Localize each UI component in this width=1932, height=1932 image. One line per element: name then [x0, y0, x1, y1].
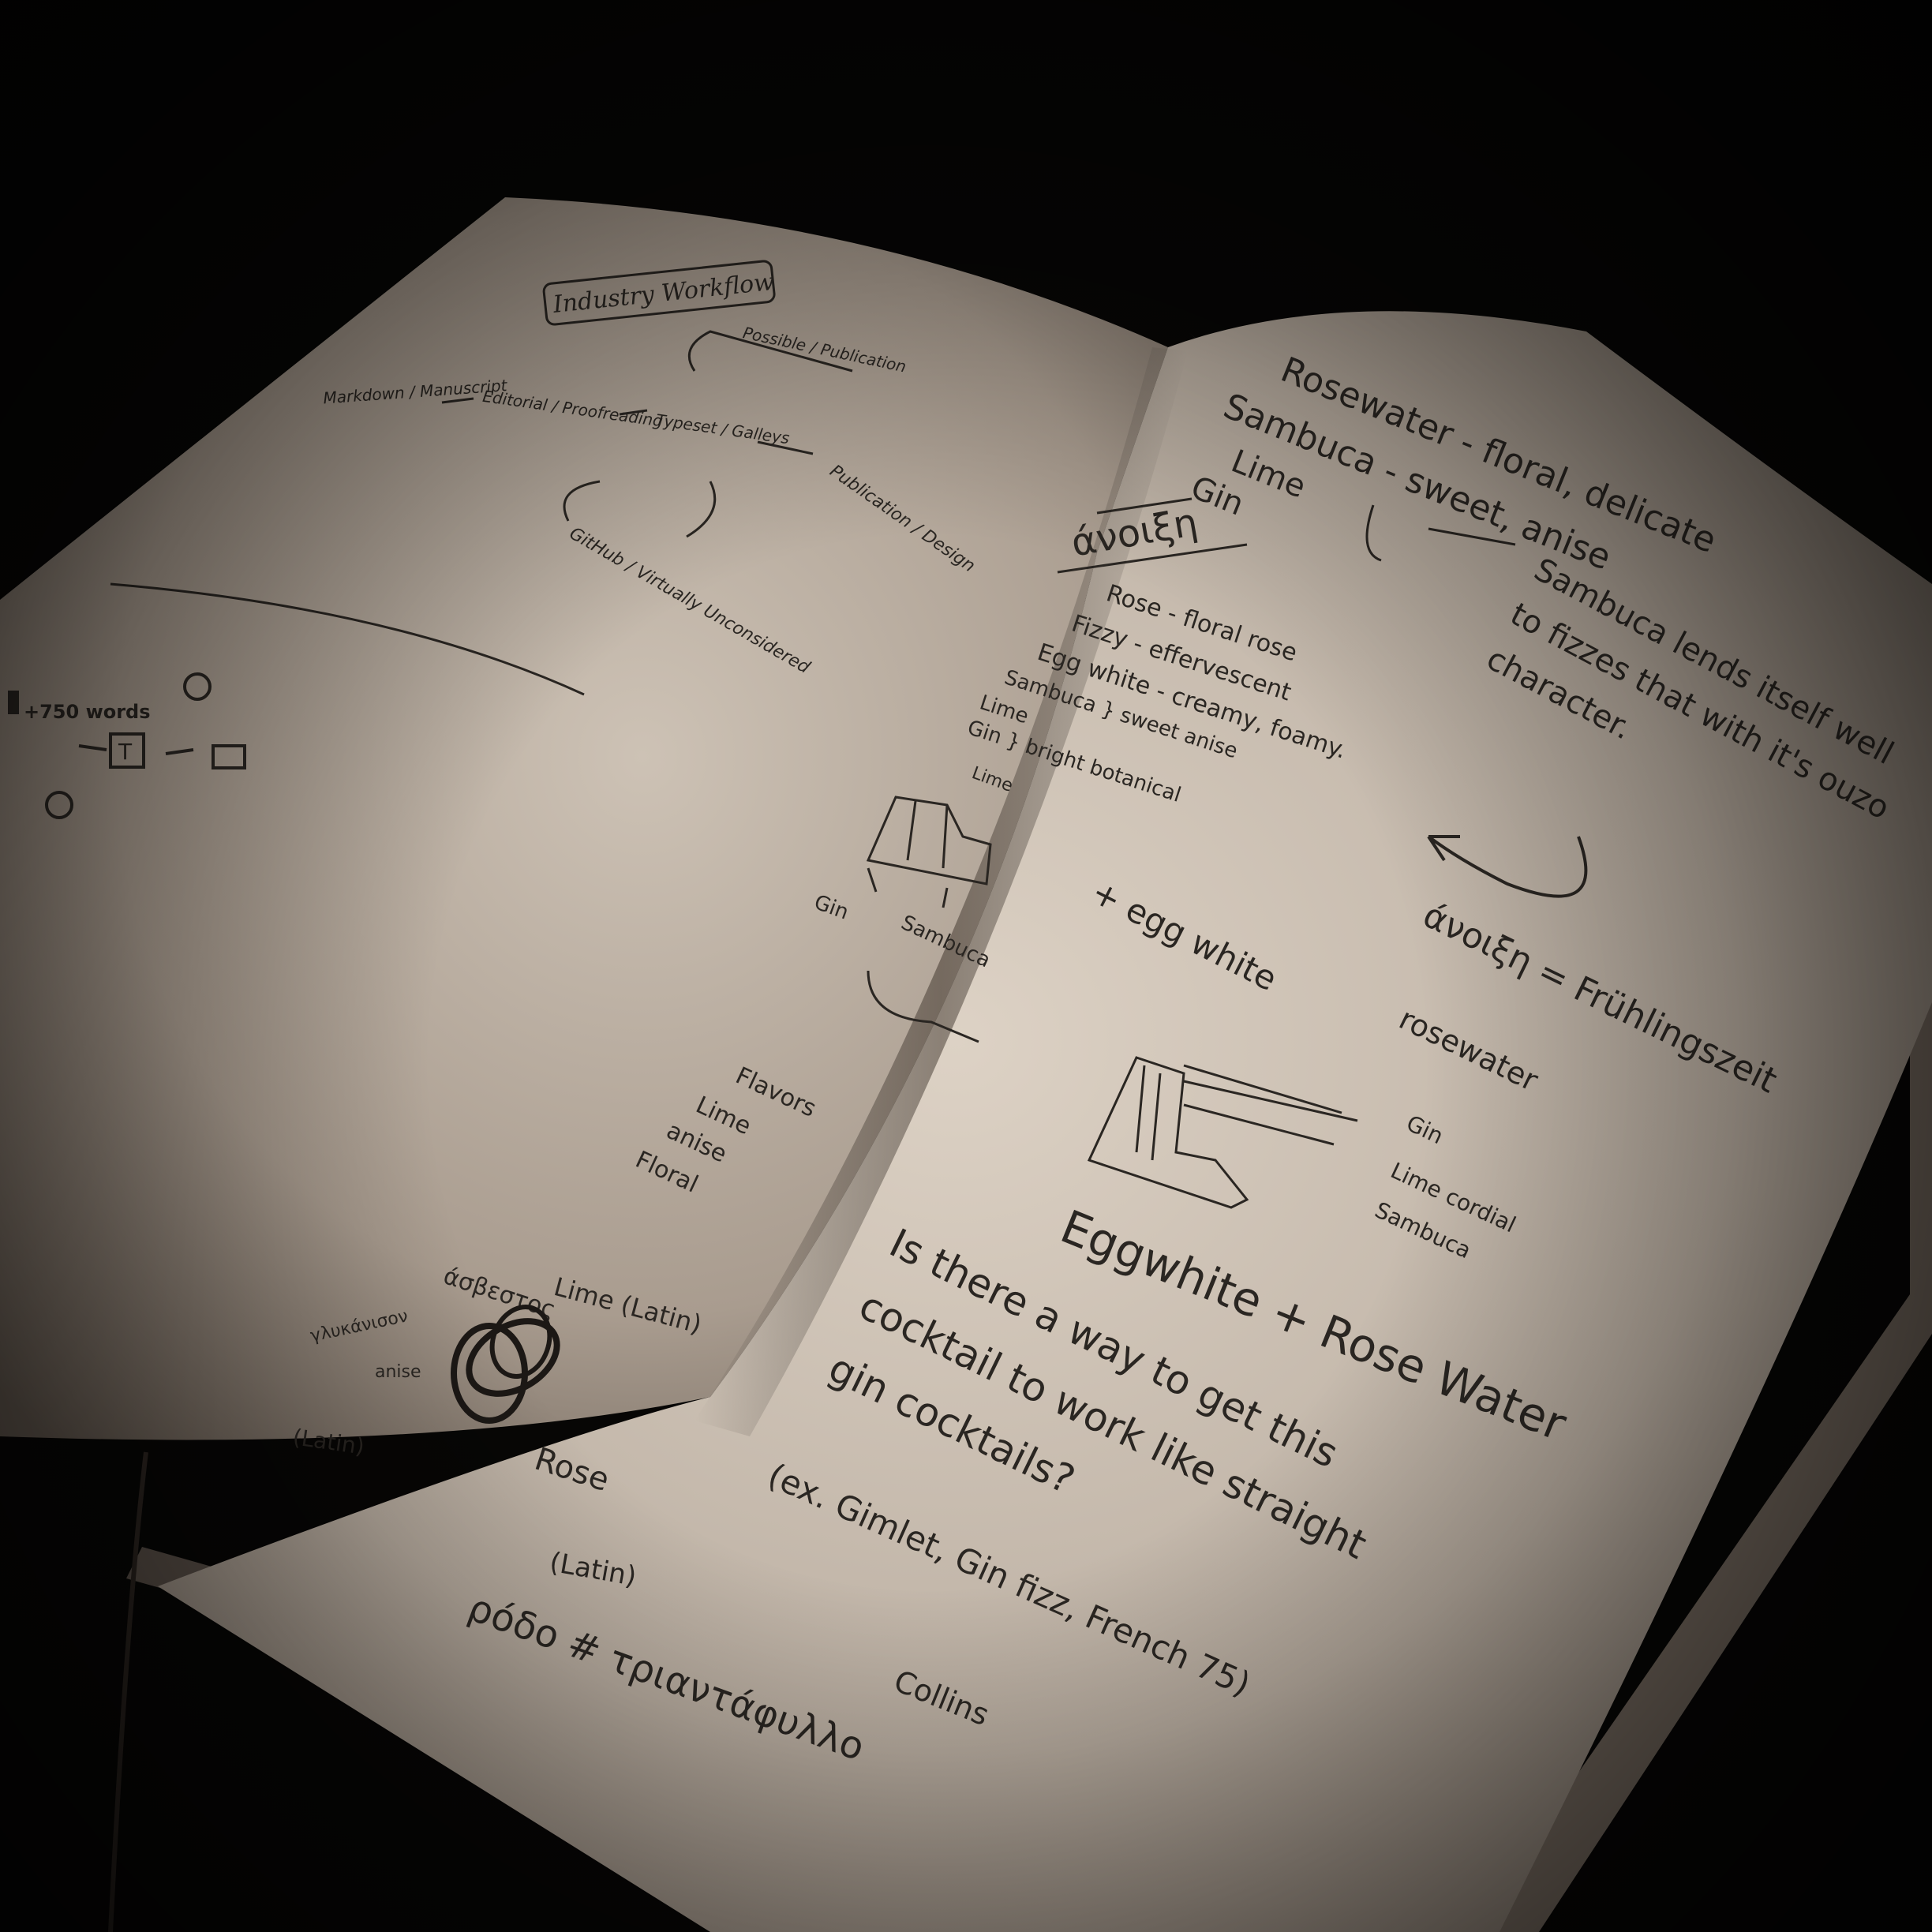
svg-text:T: T — [118, 739, 133, 765]
bookmark-ribbon — [108, 1451, 148, 1932]
diagram-text: +750 words — [24, 701, 151, 723]
note-anise-small: anise — [375, 1362, 421, 1382]
